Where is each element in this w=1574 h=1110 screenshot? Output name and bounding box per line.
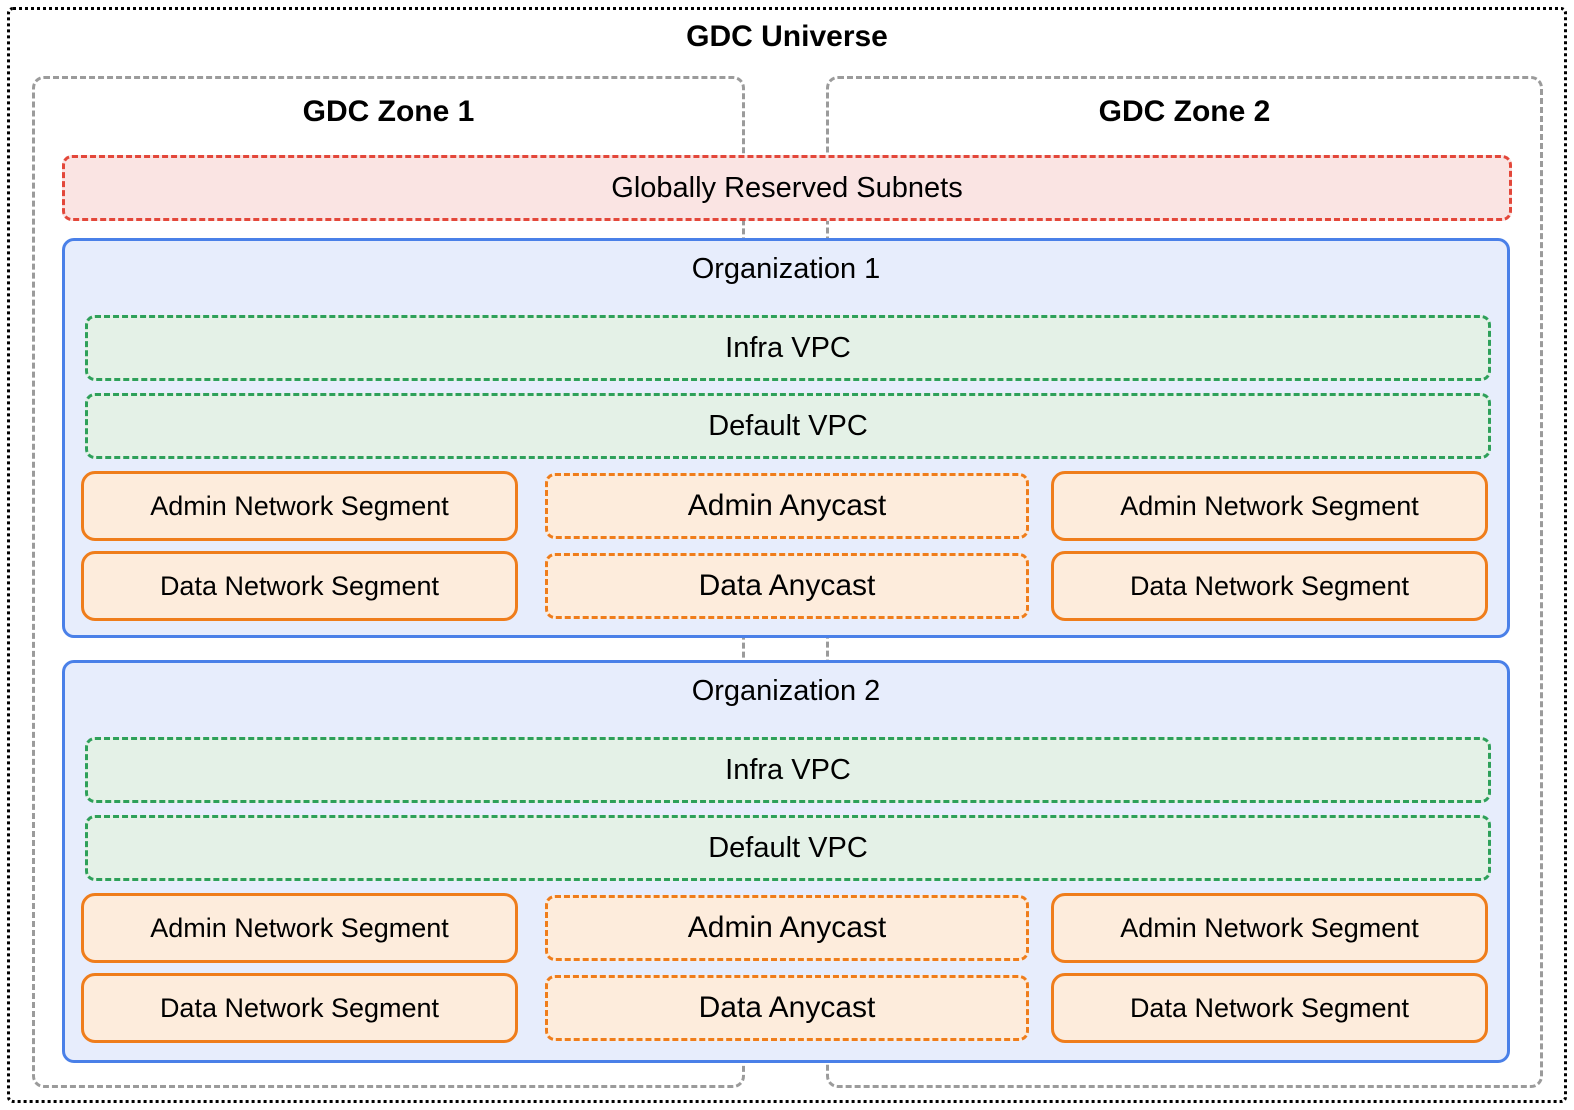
org2-zone1-admin-network-segment: Admin Network Segment <box>81 893 518 963</box>
organization-2-box: Organization 2 Infra VPC Default VPC Adm… <box>62 660 1510 1063</box>
org2-admin-anycast-label: Admin Anycast <box>687 911 887 944</box>
org1-infra-vpc-box: Infra VPC <box>85 315 1491 381</box>
org2-admin-anycast: Admin Anycast <box>545 895 1029 961</box>
org2-infra-vpc-box: Infra VPC <box>85 737 1491 803</box>
org2-data-anycast: Data Anycast <box>545 975 1029 1041</box>
org1-admin-anycast-label: Admin Anycast <box>687 489 887 522</box>
globally-reserved-subnets-box: Globally Reserved Subnets <box>62 155 1512 221</box>
org1-zone2-data-network-segment-label: Data Network Segment <box>1129 570 1410 601</box>
globally-reserved-subnets-label: Globally Reserved Subnets <box>611 171 963 204</box>
org1-default-vpc-box: Default VPC <box>85 393 1491 459</box>
org2-zone2-data-network-segment: Data Network Segment <box>1051 973 1488 1043</box>
org2-default-vpc-label: Default VPC <box>708 831 868 864</box>
org2-infra-vpc-label: Infra VPC <box>725 753 851 786</box>
org2-zone1-admin-network-segment-label: Admin Network Segment <box>150 912 449 943</box>
org1-zone2-admin-network-segment: Admin Network Segment <box>1051 471 1488 541</box>
org2-zone1-data-network-segment-label: Data Network Segment <box>159 992 440 1023</box>
org1-zone2-data-network-segment: Data Network Segment <box>1051 551 1488 621</box>
org1-data-anycast-label: Data Anycast <box>698 569 876 602</box>
org1-zone1-data-network-segment-label: Data Network Segment <box>159 570 440 601</box>
org2-zone1-data-network-segment: Data Network Segment <box>81 973 518 1043</box>
org1-data-anycast: Data Anycast <box>545 553 1029 619</box>
org1-default-vpc-label: Default VPC <box>708 409 868 442</box>
zone-2-title: GDC Zone 2 <box>1098 95 1271 128</box>
organization-1-box: Organization 1 Infra VPC Default VPC Adm… <box>62 238 1510 638</box>
org1-zone1-data-network-segment: Data Network Segment <box>81 551 518 621</box>
zone-1-title: GDC Zone 1 <box>302 95 475 128</box>
org2-zone2-admin-network-segment: Admin Network Segment <box>1051 893 1488 963</box>
org2-zone2-data-network-segment-label: Data Network Segment <box>1129 992 1410 1023</box>
org1-infra-vpc-label: Infra VPC <box>725 331 851 364</box>
organization-2-title: Organization 2 <box>691 675 881 707</box>
universe-boundary <box>7 7 1567 1103</box>
org2-default-vpc-box: Default VPC <box>85 815 1491 881</box>
universe-title: GDC Universe <box>686 20 888 53</box>
org1-zone2-admin-network-segment-label: Admin Network Segment <box>1120 490 1419 521</box>
org1-admin-anycast: Admin Anycast <box>545 473 1029 539</box>
organization-1-title: Organization 1 <box>691 253 881 285</box>
org2-data-anycast-label: Data Anycast <box>698 991 876 1024</box>
org1-zone1-admin-network-segment: Admin Network Segment <box>81 471 518 541</box>
org1-zone1-admin-network-segment-label: Admin Network Segment <box>150 490 449 521</box>
org2-zone2-admin-network-segment-label: Admin Network Segment <box>1120 912 1419 943</box>
